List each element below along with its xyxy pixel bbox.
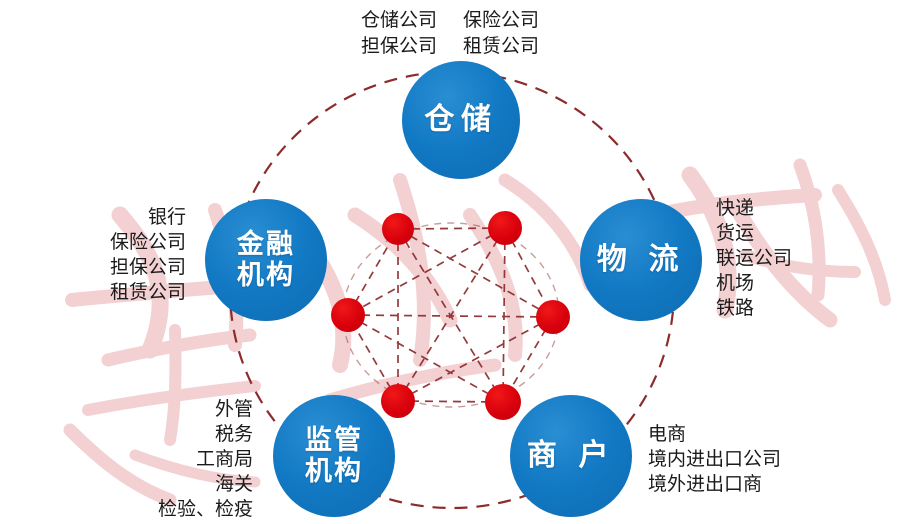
annotation-merchant: 电商 境内进出口公司 境外进出口商 xyxy=(648,424,782,496)
network-dot-bottom-right xyxy=(485,384,521,420)
annotation-logistics: 快递 货运 联运公司 机场 铁路 xyxy=(716,198,793,320)
node-logistics-label: 物 流 xyxy=(596,242,686,276)
node-regulator[interactable]: 监管 机构 xyxy=(273,395,395,517)
network-dot-bottom-left xyxy=(381,384,415,418)
node-merchant[interactable]: 商 户 xyxy=(510,395,632,517)
node-finance[interactable]: 金融 机构 xyxy=(205,199,327,321)
node-finance-label: 金融 机构 xyxy=(236,228,296,290)
annotation-warehouse-col1: 仓储公司 担保公司 xyxy=(361,10,438,57)
network-dot-left xyxy=(331,298,365,332)
annotation-regulator: 外管 税务 工商局 海关 检验、检疫 xyxy=(157,399,253,521)
annotation-warehouse-col2: 保险公司 租赁公司 xyxy=(463,10,540,57)
annotation-warehouse: 仓储公司 担保公司 保险公司 租赁公司 xyxy=(361,8,539,60)
node-regulator-label: 监管 机构 xyxy=(304,424,364,486)
network-dot-right xyxy=(536,300,570,334)
node-warehouse-label: 仓储 xyxy=(424,102,498,136)
annotation-finance: 银行 保险公司 担保公司 租赁公司 xyxy=(109,207,186,304)
network-dot-top-left xyxy=(382,213,414,245)
network-dot-top-right xyxy=(488,211,522,245)
node-warehouse[interactable]: 仓储 xyxy=(402,61,520,179)
node-logistics[interactable]: 物 流 xyxy=(580,199,702,321)
node-merchant-label: 商 户 xyxy=(526,438,616,472)
